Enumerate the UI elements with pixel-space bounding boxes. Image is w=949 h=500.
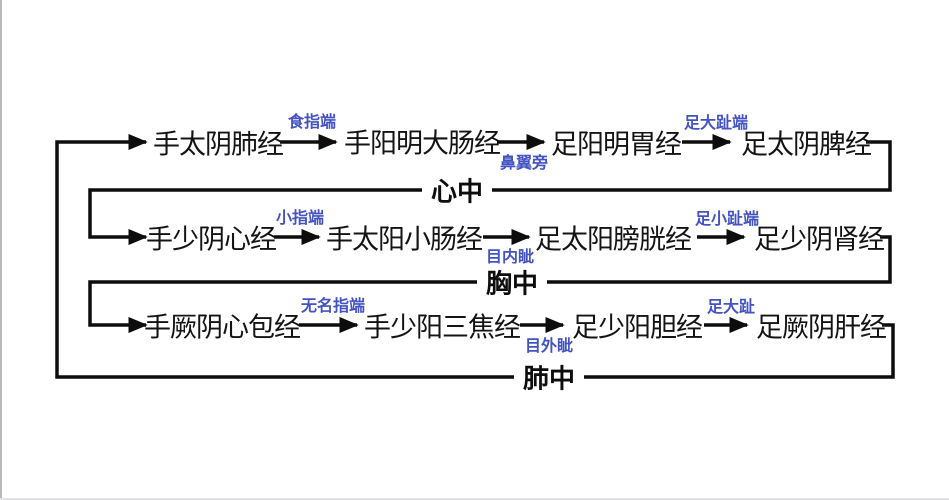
connector-heart-center: 心中	[421, 171, 493, 209]
label-nose-wing: 鼻翼旁	[499, 155, 549, 172]
node-hand-shaoyang-sanjiao: 手少阳三焦经	[364, 312, 521, 343]
connector-lung-center: 肺中	[513, 358, 585, 396]
node-foot-taiyin-spleen: 足太阴脾经	[741, 129, 872, 160]
label-big-toe: 足大趾	[706, 299, 756, 316]
label-little-toe-tip: 足小趾端	[694, 211, 760, 228]
node-foot-shaoyin-kidney: 足少阴肾经	[754, 224, 885, 255]
node-foot-shaoyang-gallbladder: 足少阳胆经	[572, 312, 703, 343]
bottom-edge-line	[0, 498, 949, 500]
connector-chest-center: 胸中	[476, 263, 548, 301]
label-ring-finger-tip: 无名指端	[300, 298, 366, 315]
node-hand-shaoyin-heart: 手少阴心经	[146, 224, 277, 255]
node-hand-taiyang-small-intestine: 手太阳小肠经	[326, 224, 483, 255]
label-big-toe-tip: 足大趾端	[683, 115, 749, 132]
node-foot-jueyin-liver: 足厥阴肝经	[756, 312, 887, 343]
node-foot-taiyang-bladder: 足太阳膀胱经	[535, 224, 692, 255]
left-edge-line	[0, 0, 2, 500]
label-index-finger-tip: 食指端	[287, 114, 337, 131]
node-hand-taiyin-lung: 手太阴肺经	[153, 129, 284, 160]
label-little-finger-tip: 小指端	[275, 210, 325, 227]
label-inner-canthus: 目内眦	[485, 249, 535, 266]
node-foot-yangming-stomach: 足阳明胃经	[551, 129, 682, 160]
node-hand-yangming-large-intestine: 手阳明大肠经	[344, 128, 501, 159]
node-hand-jueyin-pericardium: 手厥阴心包经	[144, 312, 301, 343]
label-outer-canthus: 目外眦	[524, 338, 574, 355]
